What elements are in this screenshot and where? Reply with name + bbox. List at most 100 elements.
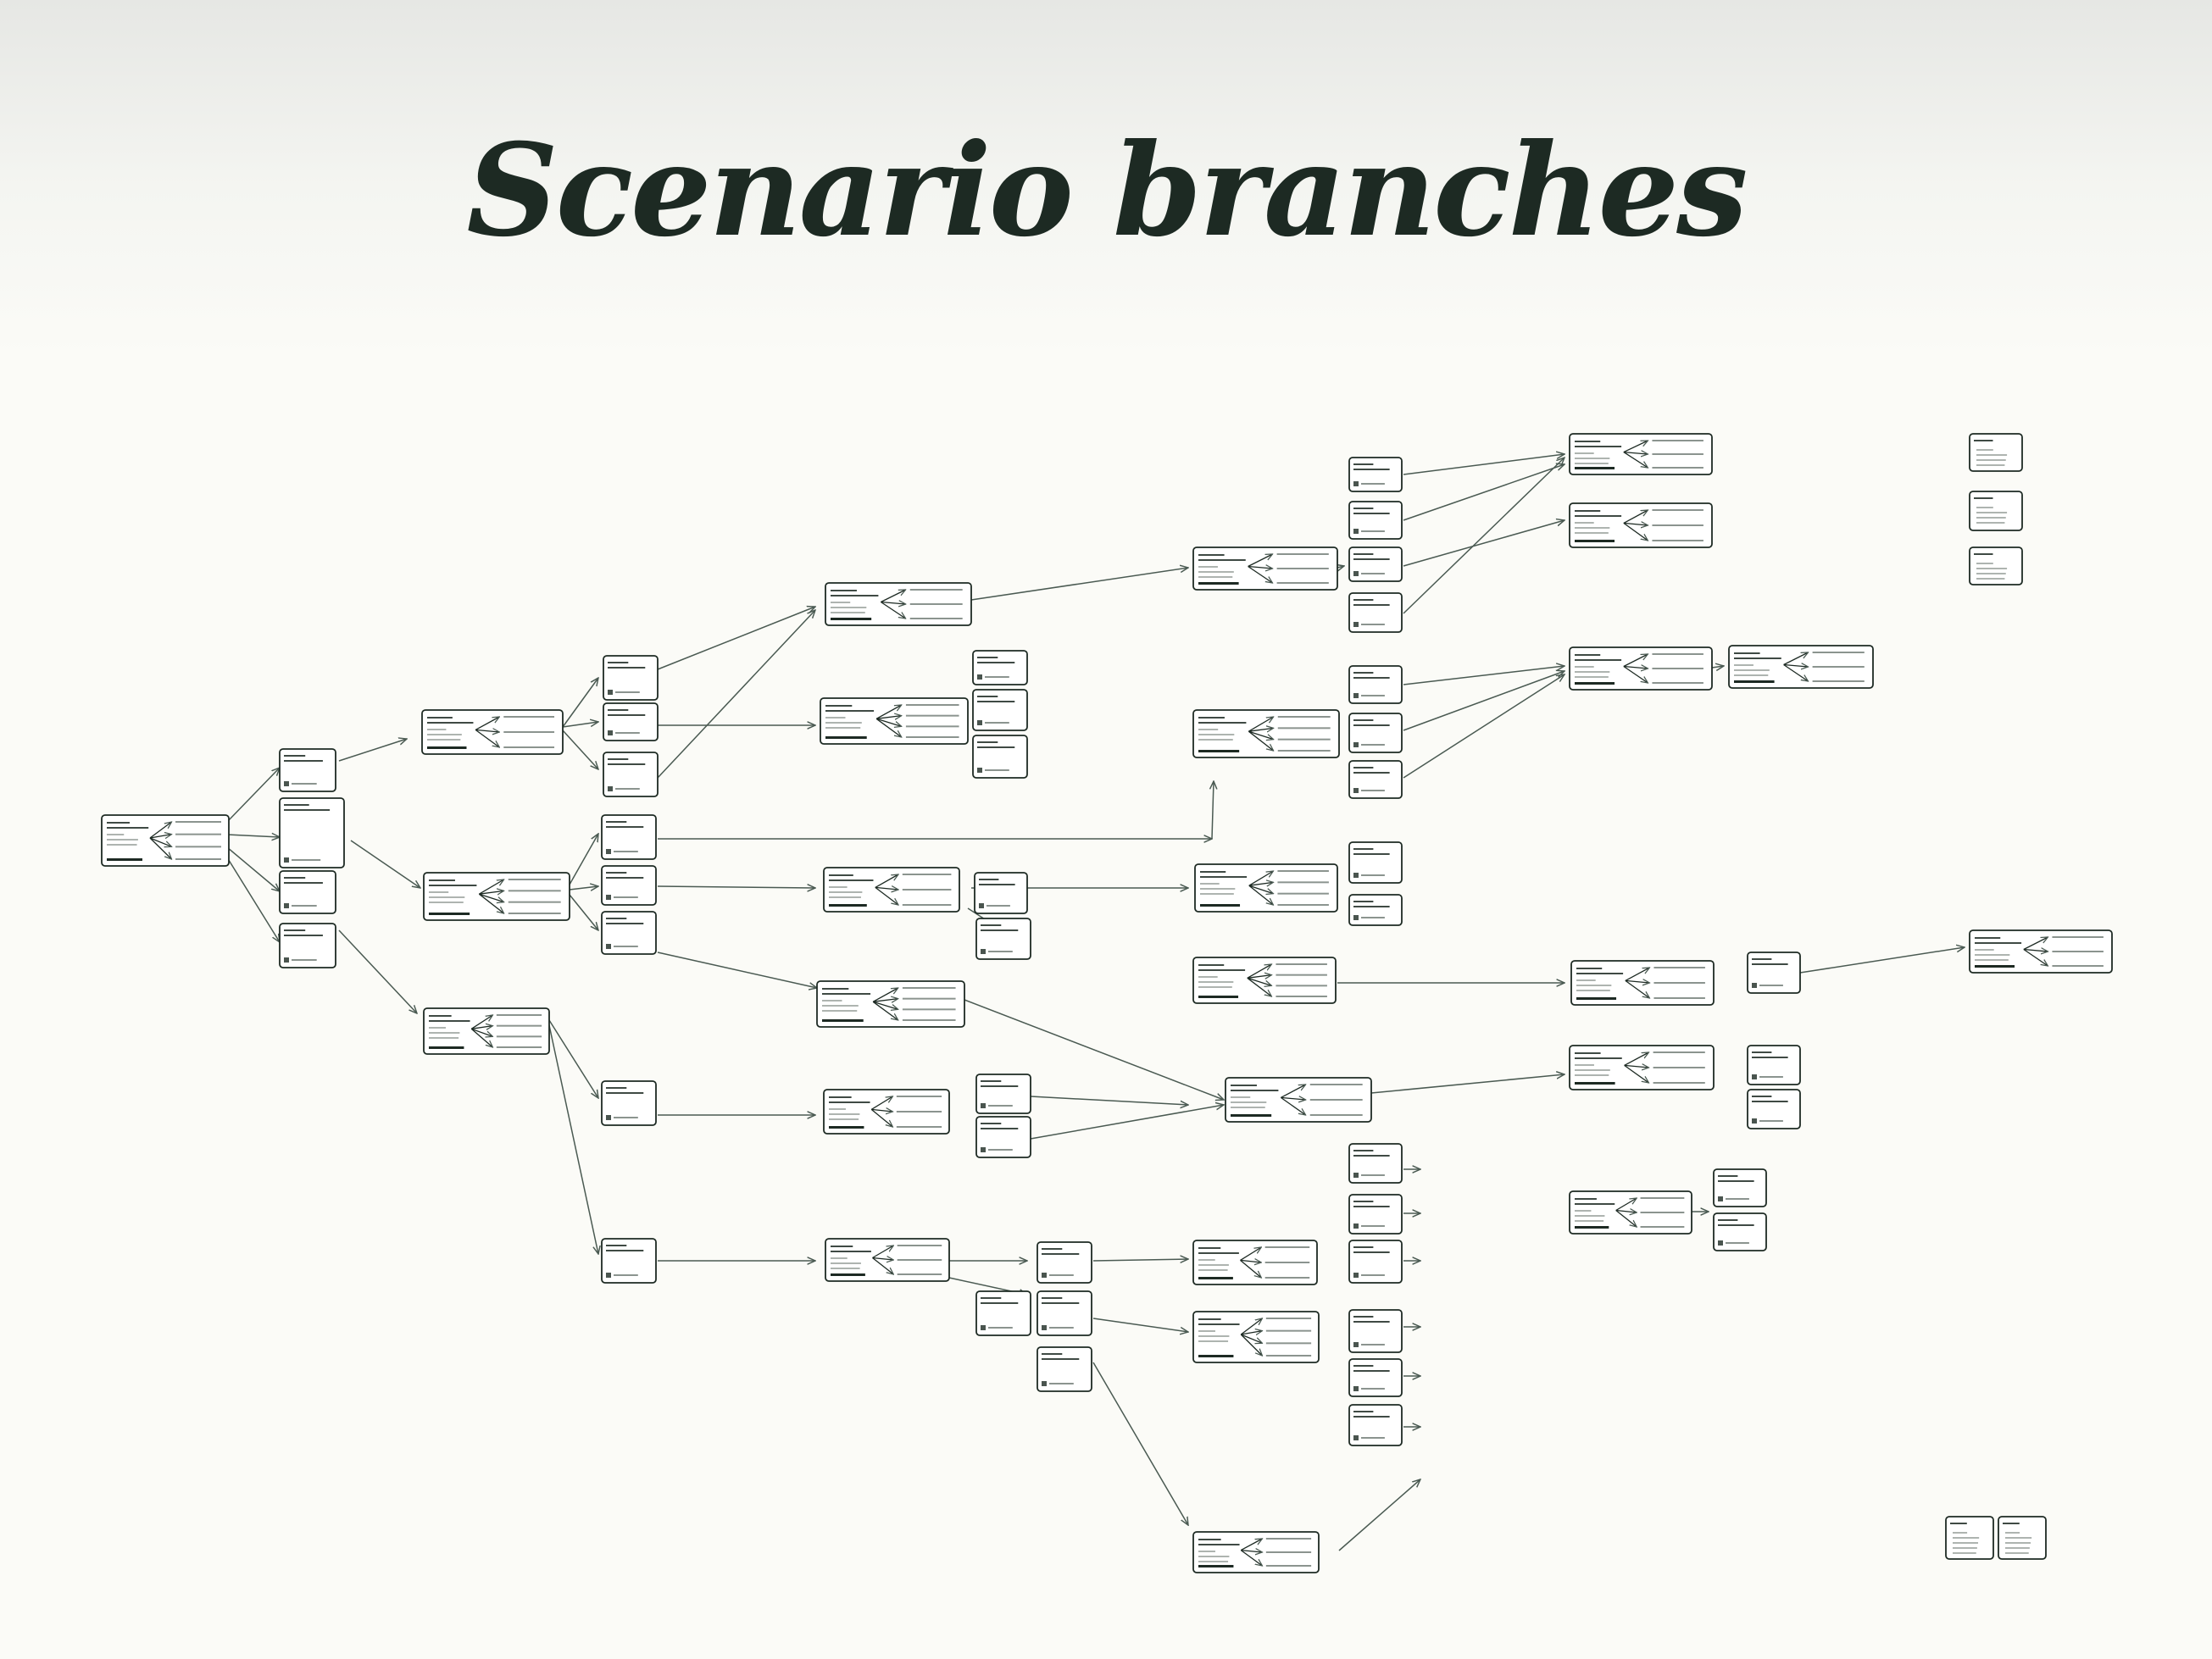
- text-line: [831, 607, 867, 608]
- text-line: [1652, 524, 1703, 526]
- text-line: [1752, 1057, 1788, 1058]
- fan-arrow: [149, 837, 172, 846]
- avatar-icon: [606, 1273, 611, 1278]
- note-card: [601, 865, 657, 906]
- fan-arrow: [1783, 665, 1809, 668]
- text-line: [1653, 1082, 1705, 1084]
- text-line: [1353, 1411, 1374, 1412]
- text-line: [284, 755, 306, 757]
- text-line: [508, 879, 561, 880]
- avatar-icon: [1752, 1118, 1757, 1124]
- fan-arrow: [1281, 1097, 1305, 1100]
- note-card: [1747, 1089, 1801, 1129]
- fan-arrow: [1624, 1052, 1649, 1066]
- text-line: [1198, 1259, 1215, 1261]
- avatar-icon: [1042, 1325, 1047, 1330]
- fan-arrow: [1281, 1085, 1305, 1098]
- connector-line: [657, 952, 817, 988]
- text-line: [977, 662, 1015, 663]
- text-line: [1575, 458, 1610, 459]
- connector-line: [1337, 566, 1344, 568]
- fan-arrow: [872, 1001, 898, 1020]
- text-line: [2005, 1552, 2029, 1554]
- avatar-icon: [979, 903, 984, 908]
- text-line: [1575, 1057, 1622, 1059]
- card-underline: [1198, 996, 1239, 998]
- text-line: [1265, 1355, 1312, 1357]
- text-line: [2052, 965, 2104, 967]
- card-frame: [1037, 1241, 1092, 1284]
- text-line: [1953, 1537, 1980, 1539]
- text-line: [1652, 653, 1703, 655]
- connector-line: [1403, 666, 1565, 685]
- text-line: [1264, 1277, 1310, 1279]
- note-card: [603, 655, 659, 701]
- text-line: [1812, 680, 1865, 682]
- fan-arrow: [1248, 730, 1273, 739]
- card-frame: [1348, 841, 1403, 884]
- connector-line: [657, 886, 815, 888]
- text-line: [292, 959, 317, 961]
- text-line: [1265, 1342, 1312, 1345]
- page-title: Scenario branches: [466, 116, 1748, 265]
- text-line: [1953, 1532, 1968, 1534]
- card-underline: [1575, 540, 1615, 542]
- card-frame: [279, 797, 345, 868]
- note-card: [1747, 952, 1801, 994]
- fan-arrow: [1248, 567, 1273, 569]
- text-line: [107, 844, 137, 846]
- note-card: [1713, 1168, 1767, 1207]
- card-frame: [1747, 1045, 1801, 1085]
- card-underline: [831, 618, 872, 620]
- fan-arrow: [149, 835, 172, 838]
- branch-card: [1225, 1077, 1372, 1123]
- text-line: [977, 746, 1015, 748]
- fan-arrow: [875, 887, 898, 890]
- card-underline: [1198, 1565, 1234, 1567]
- avatar-icon: [606, 849, 611, 854]
- text-line: [1976, 573, 2006, 574]
- text-line: [1652, 540, 1703, 541]
- fan-arrow: [875, 705, 902, 719]
- text-line: [1042, 1248, 1063, 1250]
- avatar-icon: [981, 1325, 986, 1330]
- connector-line: [1403, 454, 1565, 475]
- connector-line: [1338, 1479, 1420, 1551]
- note-card: [1348, 894, 1403, 926]
- avatar-icon: [1353, 1223, 1359, 1229]
- text-line: [1361, 1225, 1385, 1227]
- card-underline: [107, 858, 142, 861]
- fan-arrow: [479, 891, 503, 894]
- text-line: [1198, 722, 1247, 724]
- fan-arrow: [872, 1258, 893, 1261]
- text-line: [1976, 578, 2005, 580]
- connector-line: [1403, 464, 1565, 521]
- text-line: [1975, 937, 2001, 939]
- card-underline: [1198, 750, 1240, 752]
- text-line: [897, 1245, 942, 1246]
- fan-arrow: [870, 1096, 892, 1110]
- avatar-icon: [1353, 742, 1359, 747]
- card-underline: [1575, 467, 1615, 469]
- text-line: [1353, 719, 1374, 721]
- fan-arrow: [881, 602, 905, 605]
- text-line: [1198, 1335, 1230, 1337]
- note-card: [1037, 1241, 1092, 1284]
- text-line: [1361, 695, 1385, 696]
- branch-card: [423, 872, 570, 921]
- text-line: [1198, 986, 1232, 988]
- text-line: [1752, 1051, 1772, 1053]
- fan-arrow: [1241, 1331, 1262, 1334]
- note-card: [601, 814, 657, 860]
- fan-arrow: [872, 1246, 893, 1259]
- avatar-icon: [1042, 1273, 1047, 1278]
- text-line: [1575, 1220, 1604, 1222]
- fan-arrow: [873, 999, 898, 1002]
- text-line: [427, 739, 461, 741]
- text-line: [981, 1302, 1019, 1304]
- text-line: [822, 1000, 842, 1002]
- avatar-icon: [1718, 1240, 1723, 1246]
- text-line: [1575, 1210, 1592, 1212]
- branch-card: [1192, 1311, 1320, 1363]
- text-line: [1576, 979, 1596, 981]
